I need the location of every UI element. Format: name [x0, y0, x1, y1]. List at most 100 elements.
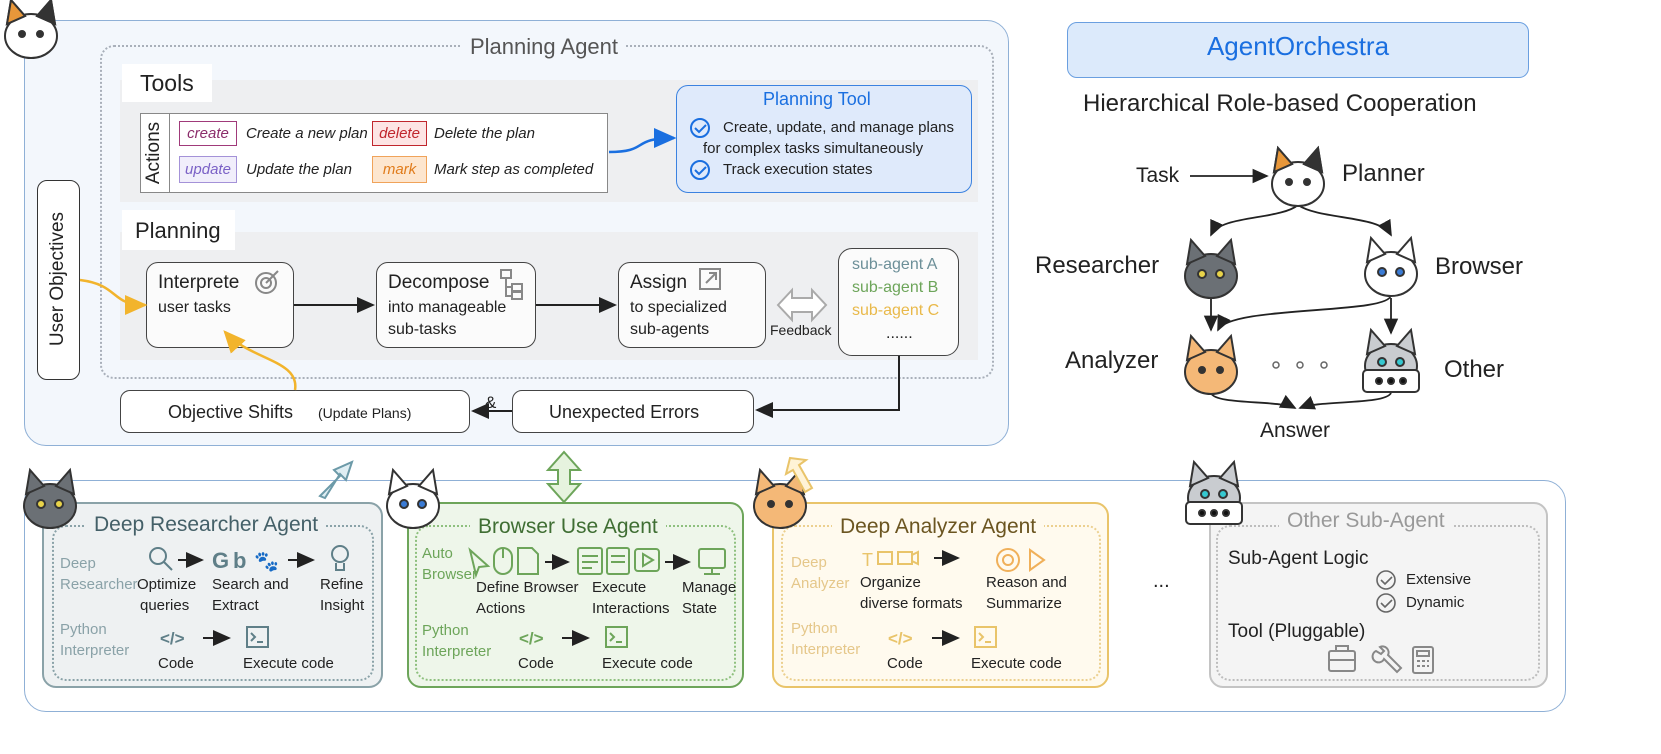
code-icon: </> [519, 629, 544, 648]
mark-desc: Mark step as completed [434, 161, 594, 178]
browser-cat-icon [386, 469, 440, 529]
planning-tool-item1-l1: Create, update, and manage plans [723, 119, 954, 136]
bing-icon: b [233, 548, 246, 573]
step-assign-title: Assign [630, 272, 688, 293]
planner-to-browser-arrow [1297, 204, 1392, 237]
browser-s3-l2: State [682, 600, 718, 617]
researcher-s2-l1: Search and [212, 576, 289, 593]
researcher-s3-l2: Insight [320, 597, 365, 614]
tools-label: Tools [140, 70, 194, 96]
pdf-icon [517, 547, 539, 575]
google-icon: G [212, 548, 229, 573]
browser-code: Code [518, 655, 554, 672]
analyzer-s1-l1: Organize [860, 574, 921, 591]
calculator-icon [1412, 646, 1434, 674]
researcher-exec: Execute code [243, 655, 334, 672]
other-cat-icon [1185, 461, 1243, 525]
browser-agent-title: Browser Use Agent [470, 515, 666, 539]
subagents-to-errors-arrow [755, 356, 900, 418]
code-icon: </> [888, 629, 913, 648]
browser-row1-label2: Browser [422, 566, 478, 583]
planning-tool-item1-l2: for complex tasks simultaneously [703, 140, 924, 157]
browser-cat-icon [1364, 237, 1418, 297]
researcher-row1-label2: Researcher [60, 576, 138, 593]
form-icon [577, 547, 603, 575]
search-icon [149, 547, 173, 571]
orchestra-title-box [1067, 22, 1529, 78]
researcher-row1-label1: Deep [60, 555, 96, 572]
browser-link-arrow [545, 450, 583, 504]
target-icon [255, 270, 279, 294]
create-tag: create [179, 121, 237, 146]
baidu-icon: 🐾 [254, 551, 279, 573]
unexpected-errors-box [512, 390, 754, 433]
subagent-a: sub-agent A [852, 256, 938, 273]
planner-cat-icon [4, 0, 58, 59]
subagents-box [838, 248, 959, 356]
step-assign-l2: to specialized [630, 299, 727, 316]
feedback-arrow [776, 287, 828, 323]
objectives-arrow [79, 278, 148, 315]
amp-label: & [485, 393, 497, 412]
code-icon: </> [160, 629, 185, 648]
researcher-row2-label1: Python [60, 621, 107, 638]
planner-label: Planner [1342, 160, 1425, 187]
browser-s2-l2: Interactions [592, 600, 670, 617]
analyzer-row2-label2: Interpreter [791, 641, 861, 658]
terminal-icon [605, 626, 628, 648]
browser-s2-l1: Execute [592, 579, 647, 596]
objective-shifts-box [120, 390, 470, 433]
other-agent-title: Other Sub-Agent [1279, 509, 1453, 533]
analyzer-to-answer-arrow [1210, 392, 1297, 409]
media-icon: T [862, 550, 919, 570]
document-icon [606, 547, 630, 575]
researcher-s3-l1: Refine [320, 576, 364, 593]
create-desc: Create a new plan [246, 125, 368, 142]
other-extensive: Extensive [1406, 571, 1472, 588]
toolbox-icon [1328, 645, 1356, 672]
browser-row1-label1: Auto [422, 545, 453, 562]
researcher-s1-l1: Optimize [137, 576, 197, 593]
planner-to-researcher-arrow [1210, 204, 1299, 237]
analyzer-row2-label1: Python [791, 620, 838, 637]
planning-label: Planning [135, 218, 221, 243]
delete-desc: Delete the plan [434, 125, 535, 142]
researcher-cat-icon [1184, 239, 1238, 299]
step-interprete-l2: user tasks [158, 299, 231, 316]
mouse-icon [493, 547, 513, 575]
researcher-label: Researcher [1035, 252, 1160, 279]
researcher-agent-title: Deep Researcher Agent [86, 513, 327, 537]
ellipsis-label: ... [1153, 570, 1170, 592]
researcher-s1-l2: queries [140, 597, 190, 614]
terminal-icon [974, 626, 997, 648]
dots-icon [1272, 361, 1328, 369]
other-tool: Tool (Pluggable) [1228, 621, 1366, 642]
terminal-icon [246, 626, 269, 648]
browser-s1-l1: Define Browser [476, 579, 579, 596]
planning-tool-item2: Track execution states [723, 161, 873, 178]
subagent-c: sub-agent C [852, 302, 940, 319]
play-icon [634, 548, 660, 572]
lightbulb-icon [331, 545, 349, 571]
monitor-icon [698, 548, 726, 575]
researcher-s2-l2: Extract [212, 597, 259, 614]
tools-label-box [122, 64, 212, 102]
planning-agent-title: Planning Agent [462, 34, 627, 60]
analyzer-cat-icon [753, 469, 807, 529]
analyzer-s2-l1: Reason and [986, 574, 1067, 591]
actions-label-col [140, 113, 170, 193]
update-plans-label: (Update Plans) [318, 405, 412, 421]
user-objectives-box [37, 180, 80, 380]
planning-tool-title: Planning Tool [763, 89, 871, 109]
analyzer-row1-label1: Deep [791, 554, 827, 571]
step-interprete-title: Interprete [158, 272, 240, 293]
analyzer-s2-l2: Summarize [986, 595, 1062, 612]
analyzer-code: Code [887, 655, 923, 672]
analyzer-row1-label2: Analyzer [791, 575, 850, 592]
pointer-icon [468, 547, 491, 579]
analyzer-s1-l2: diverse formats [860, 595, 963, 612]
browser-row2-label2: Interpreter [422, 643, 492, 660]
step-decompose-l2: into manageable [388, 299, 507, 316]
planning-label-box [122, 210, 235, 250]
